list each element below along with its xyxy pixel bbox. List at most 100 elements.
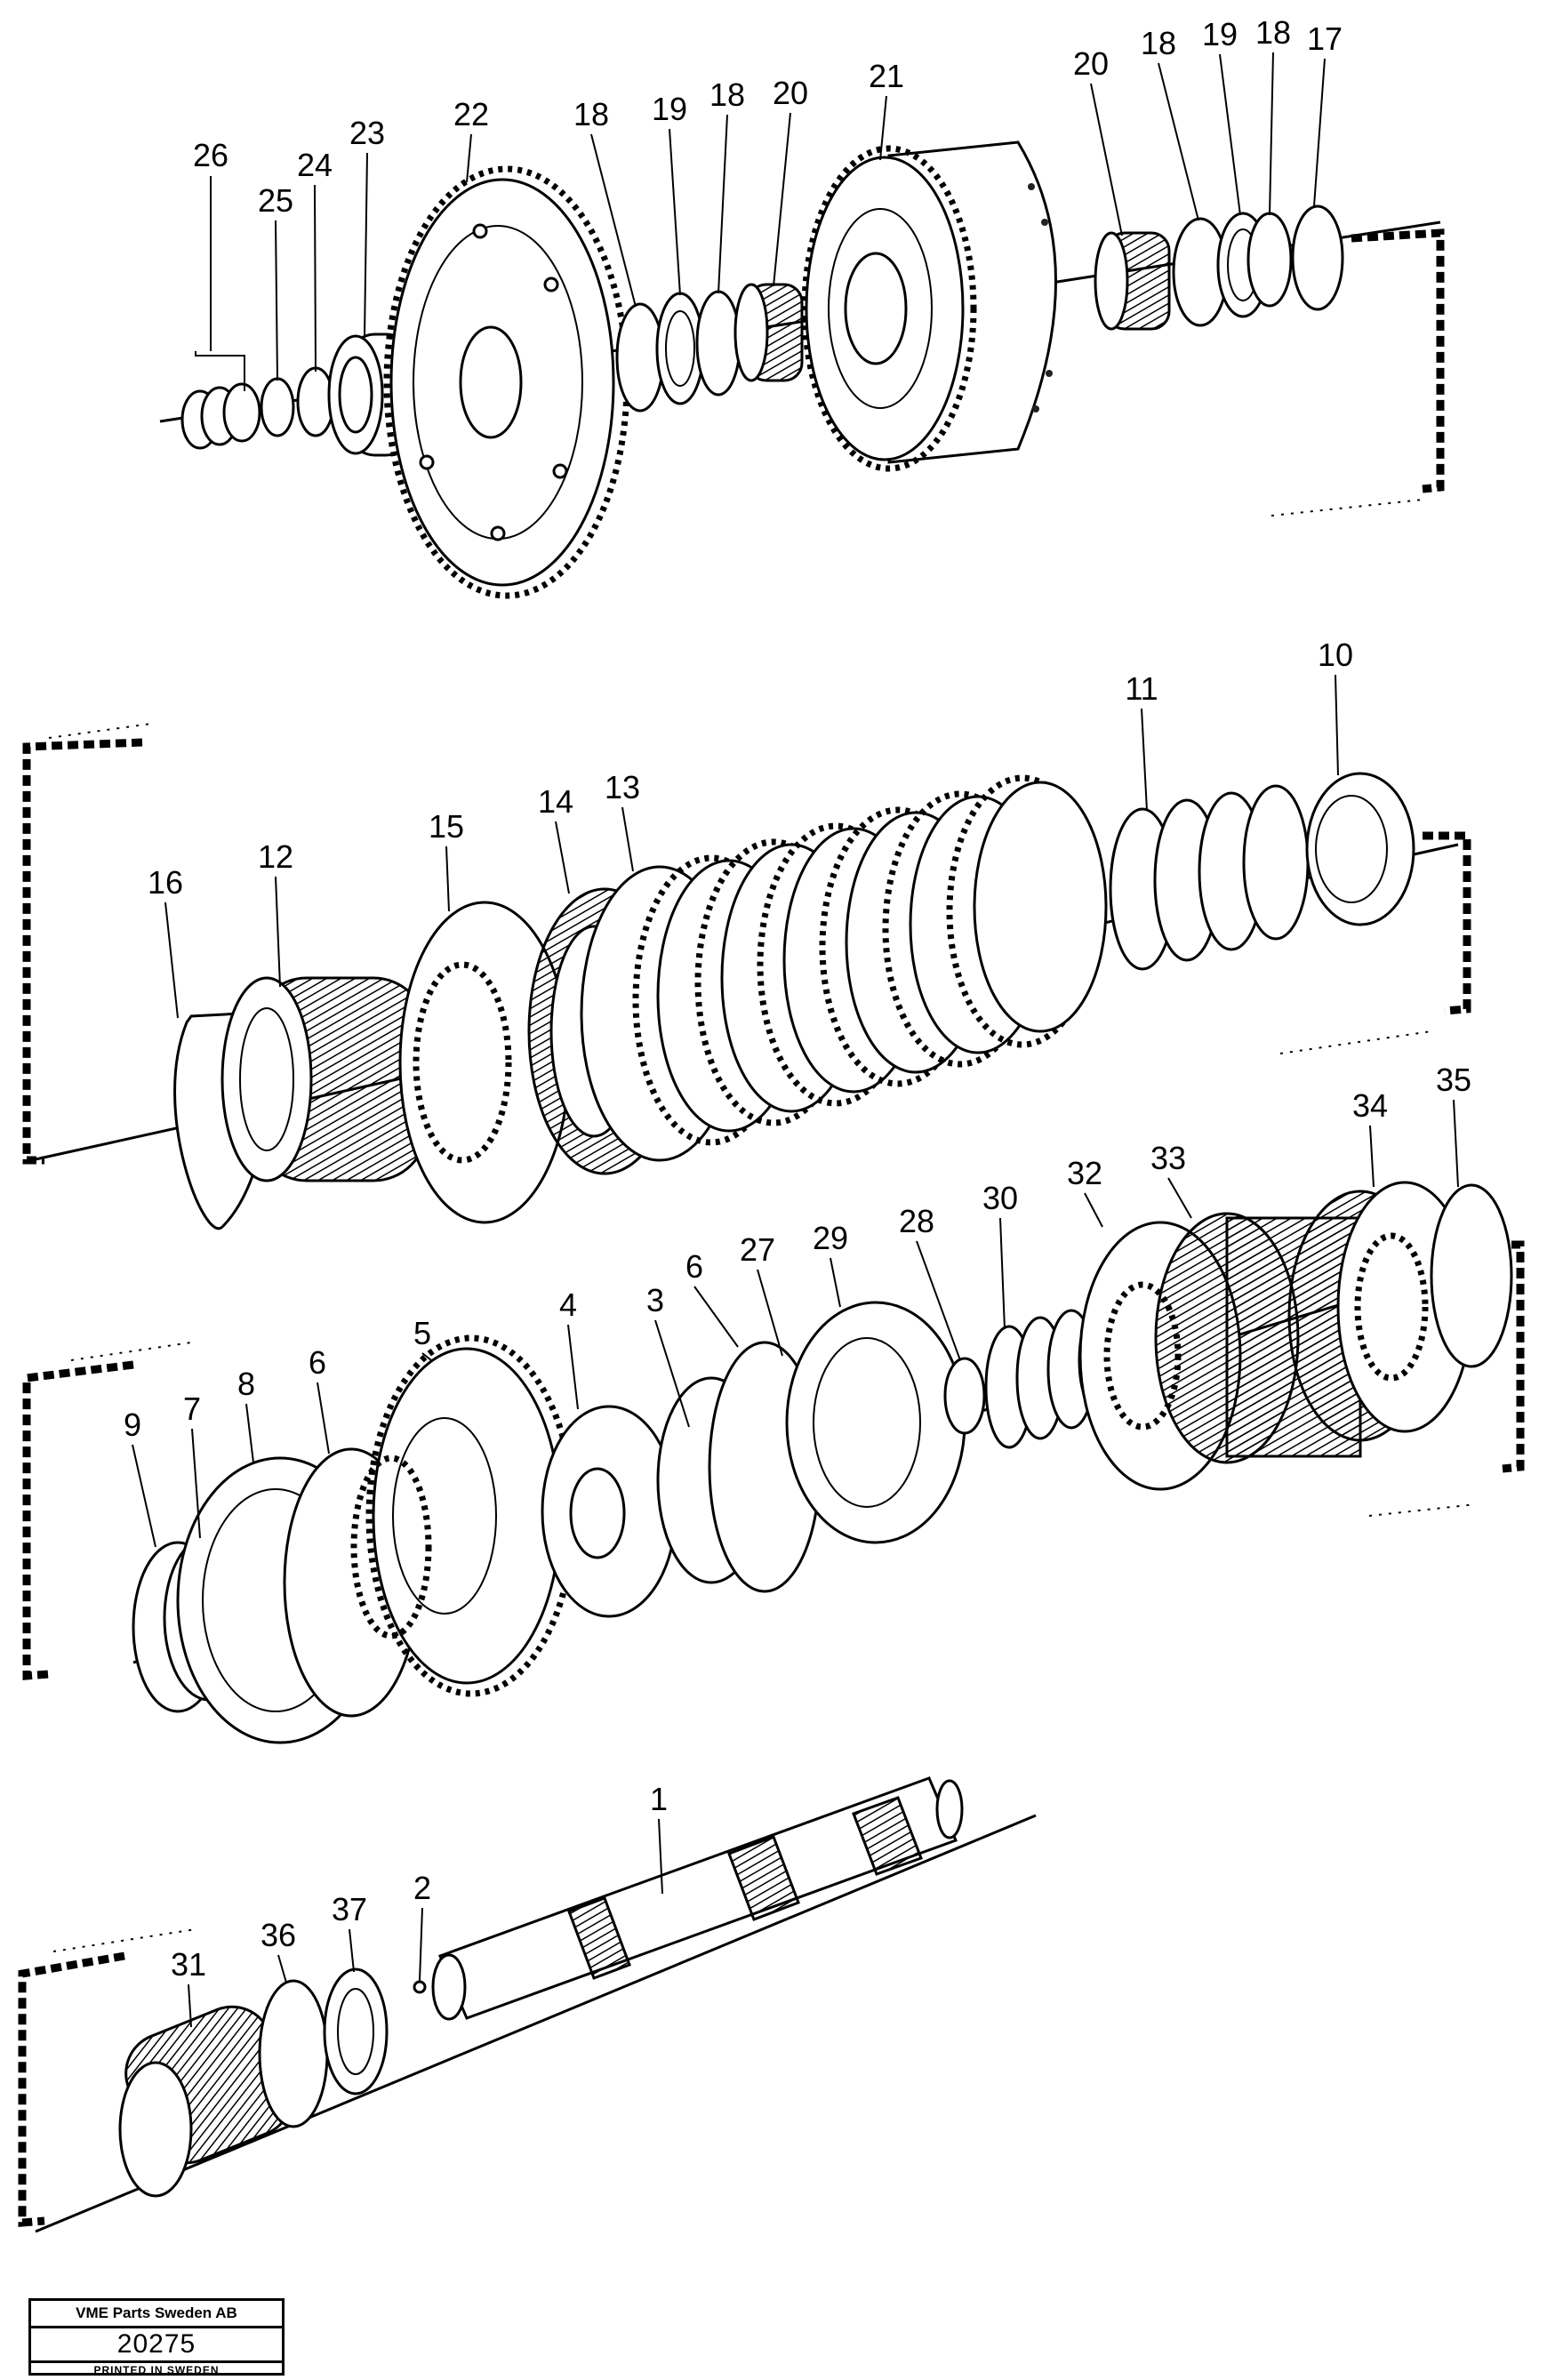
- leader-6-a: [317, 1382, 330, 1454]
- callout-12: 12: [258, 838, 293, 875]
- callout-35: 35: [1436, 1062, 1471, 1098]
- leader-23: [364, 152, 368, 339]
- leader-15: [445, 845, 450, 912]
- row1-dotted-leader: [1270, 499, 1423, 517]
- row-3-assembly: [22, 1181, 1525, 1744]
- row4-axis: [35, 1814, 1037, 2233]
- leader-28: [916, 1240, 961, 1361]
- callout-37: 37: [332, 1891, 367, 1927]
- part-15-pressure-plate: [398, 901, 571, 1224]
- leader-36: [277, 1954, 287, 1983]
- part-12-hub: [220, 976, 429, 1182]
- callout-11: 11: [1125, 670, 1158, 707]
- callout-33: 33: [1150, 1140, 1186, 1176]
- row4-dashed-bracket-left: [18, 1951, 125, 2227]
- title-block-drawing-number: 20275: [31, 2328, 282, 2363]
- part-29-piston: [785, 1301, 966, 1544]
- title-block-company: VME Parts Sweden AB: [31, 2301, 282, 2328]
- leader-5: [421, 1352, 432, 1361]
- leader-6-b: [693, 1286, 739, 1348]
- leader-17: [1313, 58, 1326, 207]
- part-25-ring: [260, 377, 295, 437]
- leader-11: [1141, 708, 1148, 812]
- callout-10: 10: [1318, 637, 1353, 673]
- row3-dotted-leader-right: [1368, 1503, 1477, 1517]
- leader-10: [1335, 674, 1339, 776]
- callout-18-b: 18: [709, 76, 745, 113]
- callout-3: 3: [646, 1282, 664, 1318]
- leader-30: [999, 1217, 1006, 1330]
- part-2-ball: [413, 1980, 427, 1994]
- leader-12: [275, 876, 281, 988]
- callout-30: 30: [982, 1180, 1018, 1216]
- row2-dashed-bracket-left: [22, 738, 143, 1165]
- callout-19-b: 19: [1202, 16, 1238, 52]
- callout-5: 5: [413, 1315, 431, 1351]
- row3-dashed-bracket-right: [1502, 1240, 1525, 1473]
- leader-3: [654, 1319, 690, 1428]
- callout-20-b: 20: [1073, 45, 1109, 82]
- part-13-clutch-discs: [580, 774, 1108, 1162]
- leader-33: [1167, 1177, 1192, 1219]
- callout-36: 36: [261, 1917, 296, 1953]
- leader-20-b: [1090, 83, 1123, 236]
- callout-1: 1: [650, 1781, 668, 1817]
- callout-21: 21: [869, 58, 904, 94]
- row1-dashed-bracket: [1351, 228, 1445, 493]
- leader-21: [879, 95, 887, 161]
- callout-19-a: 19: [652, 91, 687, 127]
- leader-35: [1453, 1099, 1459, 1188]
- callout-13: 13: [605, 769, 640, 805]
- leader-2: [419, 1907, 423, 1982]
- part-20-needle-bearing-right: [1094, 231, 1171, 331]
- leader-29: [830, 1257, 841, 1308]
- part-26-snap-rings: [180, 382, 261, 450]
- part-21-clutch-drum: [801, 140, 1057, 472]
- callout-22: 22: [453, 96, 489, 132]
- part-18-washer-left-b: [695, 290, 741, 397]
- part-35-snap-ring: [1430, 1183, 1513, 1368]
- callout-14: 14: [538, 783, 573, 820]
- leader-18-b: [717, 114, 728, 294]
- callout-18-d: 18: [1255, 14, 1291, 51]
- leader-8: [245, 1403, 254, 1463]
- title-block: VME Parts Sweden AB 20275 PRINTED IN SWE…: [28, 2298, 285, 2376]
- row-4-assembly: [18, 1776, 1037, 2233]
- title-block-printed-in: PRINTED IN SWEDEN: [93, 2364, 220, 2376]
- part-18-washer-right-b: [1246, 212, 1293, 308]
- part-11-springs: [1109, 784, 1310, 971]
- leader-18-d: [1269, 52, 1274, 216]
- callout-32: 32: [1067, 1155, 1102, 1191]
- leader-7: [191, 1428, 201, 1539]
- part-20-needle-bearing-left: [733, 283, 804, 382]
- callout-25: 25: [258, 182, 293, 219]
- part-4-plate: [541, 1405, 677, 1618]
- leader-25: [275, 220, 278, 381]
- row2-dashed-bracket-right: [1423, 831, 1471, 1015]
- callout-20-a: 20: [773, 75, 808, 111]
- leader-22: [466, 133, 472, 183]
- leader-18-c: [1158, 62, 1199, 221]
- leader-26: [195, 351, 245, 391]
- callout-27: 27: [740, 1231, 775, 1268]
- row4-dotted-leader-left: [52, 1928, 196, 1952]
- callout-18-a: 18: [573, 96, 609, 132]
- leader-16: [164, 902, 179, 1019]
- part-1-shaft: [431, 1776, 964, 2021]
- callout-17: 17: [1307, 20, 1343, 57]
- row2-dotted-leader-left: [48, 723, 152, 739]
- row2-dotted-leader-right: [1279, 1030, 1432, 1054]
- part-10-cup: [1305, 772, 1415, 926]
- part-17-snap-ring: [1291, 204, 1344, 311]
- leader-1: [658, 1818, 663, 1895]
- leader-31: [188, 1983, 192, 2028]
- callout-2: 2: [413, 1870, 431, 1906]
- callout-6-b: 6: [685, 1248, 703, 1285]
- part-22-gear: [383, 165, 630, 599]
- callout-4: 4: [559, 1286, 577, 1323]
- callout-15: 15: [429, 808, 464, 845]
- part-36-ring: [258, 1979, 329, 2128]
- row3-dashed-bracket-left: [22, 1360, 134, 1680]
- callout-18-c: 18: [1141, 25, 1176, 61]
- leader-9: [132, 1444, 156, 1548]
